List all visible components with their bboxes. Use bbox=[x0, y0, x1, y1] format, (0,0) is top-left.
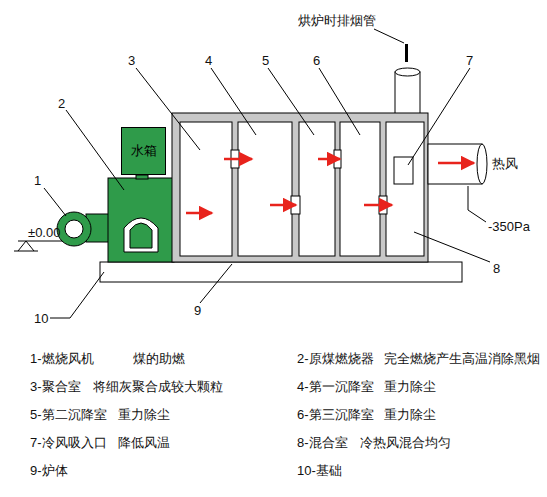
callout-label: 9 bbox=[194, 304, 201, 317]
callout-label: -350Pa bbox=[488, 220, 530, 233]
key-text: 冷热风混合均匀 bbox=[360, 436, 451, 449]
foundation bbox=[100, 262, 462, 282]
key-text: 7-冷风吸入口 bbox=[30, 436, 107, 449]
callout-label: 8 bbox=[493, 262, 500, 275]
level-mark bbox=[18, 241, 34, 251]
key-text: 将细灰聚合成较大颗粒 bbox=[93, 380, 223, 393]
callout-label: 5 bbox=[262, 54, 269, 67]
key-text: 3-聚合室 bbox=[30, 380, 81, 393]
key-text: 1-燃烧风机 bbox=[30, 352, 94, 365]
callout-label: 烘炉时排烟管 bbox=[298, 14, 376, 27]
fan-hub bbox=[65, 220, 83, 238]
callout-label: 热风 bbox=[492, 157, 518, 170]
pipe-end bbox=[477, 144, 487, 184]
chamber bbox=[299, 122, 335, 256]
callout-label: 1 bbox=[34, 174, 41, 187]
callout-label: 7 bbox=[466, 54, 473, 67]
callout-label: 10 bbox=[34, 312, 48, 325]
level-mark bbox=[14, 251, 38, 252]
callout-label: 2 bbox=[58, 97, 65, 110]
key-text: 重力除尘 bbox=[384, 408, 436, 421]
chimney bbox=[395, 72, 420, 114]
flow-arrows bbox=[186, 159, 474, 213]
burner bbox=[108, 178, 174, 262]
furnace-body bbox=[172, 113, 428, 262]
water-tank: 水箱 bbox=[121, 127, 166, 175]
key-text: 5-第二沉降室 bbox=[30, 408, 107, 421]
key-text: 4-第一沉降室 bbox=[297, 380, 374, 393]
key-text: 煤的助燃 bbox=[133, 352, 185, 365]
callout-label: 6 bbox=[313, 54, 320, 67]
key-text: 9-炉体 bbox=[30, 464, 68, 477]
key-text: 完全燃烧产生高温消除黑烟 bbox=[384, 352, 540, 365]
fan bbox=[57, 212, 91, 246]
key-text: 降低风温 bbox=[118, 436, 170, 449]
chamber bbox=[238, 122, 292, 256]
node-text: 水箱 bbox=[131, 144, 157, 158]
key-text: 2-原煤燃烧器 bbox=[297, 352, 374, 365]
callout-label: ±0.00 bbox=[28, 226, 60, 239]
chamber bbox=[180, 122, 232, 256]
chamber bbox=[340, 122, 380, 256]
key-text: 6-第三沉降室 bbox=[297, 408, 374, 421]
chamber bbox=[386, 122, 424, 256]
chimney-damper bbox=[405, 44, 408, 62]
callout-label: 3 bbox=[128, 54, 135, 67]
key-text: 重力除尘 bbox=[118, 408, 170, 421]
hot-air-pipe bbox=[428, 144, 482, 184]
key-text: 10-基础 bbox=[297, 464, 342, 477]
burner-door bbox=[124, 218, 158, 252]
key-text: 8-混合室 bbox=[297, 436, 348, 449]
tank-pipe bbox=[136, 175, 148, 179]
key-text: 重力除尘 bbox=[384, 380, 436, 393]
leader-lines bbox=[44, 29, 490, 318]
burner-door bbox=[130, 223, 152, 248]
callout-label: 4 bbox=[205, 54, 212, 67]
chimney-top bbox=[395, 68, 420, 76]
